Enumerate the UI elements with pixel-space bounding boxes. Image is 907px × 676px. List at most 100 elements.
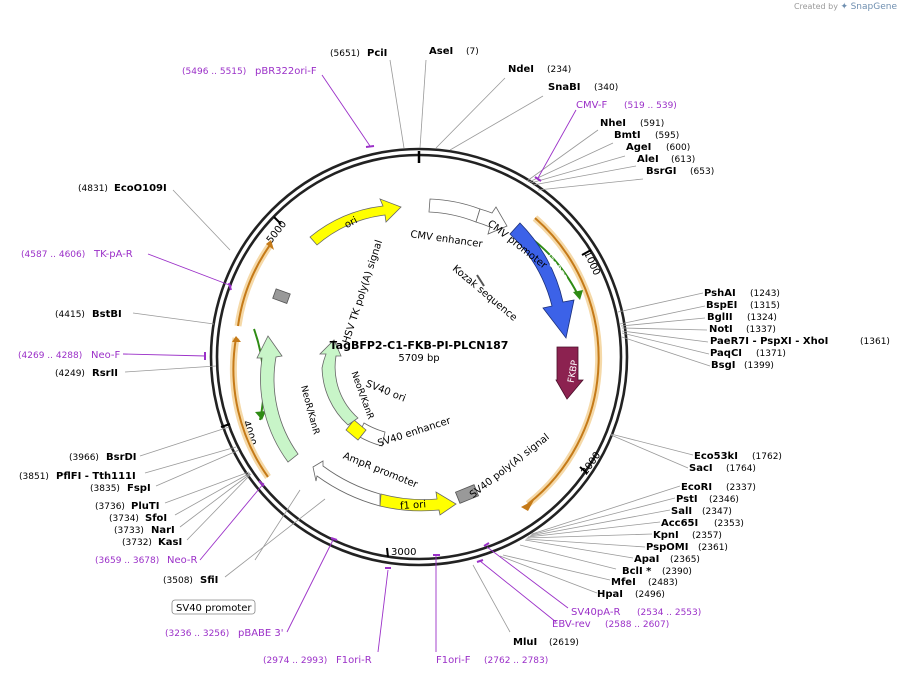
sv40-promoter-callout: SV40 promoter [171, 599, 256, 615]
label-cmv-enhancer: CMV enhancer [410, 229, 484, 250]
enzyme-name: ApaI [634, 554, 659, 565]
credit-brand: SnapGene [850, 2, 897, 12]
enzyme-pos: (3851) [19, 472, 49, 482]
feature-f1-ori [379, 491, 457, 516]
enzyme-leader-lines [124, 59, 711, 633]
snapgene-credit: Created by ✦ SnapGene [794, 2, 897, 12]
enzyme-pos: (1399) [744, 361, 774, 371]
primer-range: (4269 .. 4288) [18, 351, 82, 361]
primer-name: EBV-rev [552, 619, 591, 630]
enzyme-name: BstBI [92, 309, 122, 320]
enzyme-name: PaqCI [710, 348, 742, 359]
primer-range: (2534 .. 2553) [637, 608, 701, 618]
enzyme-name: PshAI [704, 288, 736, 299]
enzyme-name: RsrII [92, 368, 118, 379]
primer-range: (2588 .. 2607) [605, 620, 669, 630]
enzyme-name: PspOMI [646, 542, 688, 553]
primer-range: (3659 .. 3678) [95, 556, 159, 566]
enzyme-name: EcoO109I [114, 183, 167, 194]
primer-name: pBABE 3' [238, 628, 284, 639]
primer-range: (5496 .. 5515) [182, 67, 246, 77]
enzyme-pos: (1762) [752, 452, 782, 462]
enzyme-name: PstI [676, 494, 698, 505]
primer-name: F1ori-R [336, 655, 372, 666]
feature-tagbfp [509, 222, 575, 339]
enzyme-pos: (3508) [163, 576, 193, 586]
enzyme-pos: (340) [594, 83, 618, 93]
enzyme-pos: (3732) [122, 538, 152, 548]
tick-marks [220, 216, 592, 558]
enzyme-name: AseI [429, 46, 453, 57]
label-hsv-tk-polya: HSV TK poly(A) signal [341, 239, 385, 345]
credit-text: Created by [793, 2, 838, 11]
enzyme-name: HpaI [597, 589, 623, 600]
enzyme-name: BsrGI [646, 166, 676, 177]
tick-label-2000: 2000 [580, 450, 604, 477]
enzyme-name: BspEI [706, 300, 737, 311]
enzyme-name: SfiI [200, 575, 218, 586]
enzyme-pos: (3734) [109, 514, 139, 524]
feature-cmv-promoter [475, 206, 508, 235]
feature-kozak [476, 274, 485, 287]
enzyme-name: SfoI [145, 513, 167, 524]
enzyme-name: MluI [513, 637, 537, 648]
enzyme-pos: (4249) [55, 369, 85, 379]
enzyme-pos: (2390) [662, 567, 692, 577]
enzyme-pos: (1337) [746, 325, 776, 335]
enzyme-name: SalI [671, 506, 692, 517]
enzyme-pos: (234) [547, 65, 571, 75]
primer-name: CMV-F [576, 100, 607, 111]
feature-cmv-enhancer [428, 198, 481, 223]
primer-marks [204, 145, 542, 569]
enzyme-name: NdeI [508, 64, 534, 75]
enzyme-pos: (2361) [698, 543, 728, 553]
enzyme-pos: (2619) [549, 638, 579, 648]
enzyme-name: BsgI [711, 360, 735, 371]
enzyme-name: PluTI [131, 501, 159, 512]
plasmid-name: TagBFP2-C1-FKB-PI-PLCN187 [330, 339, 509, 352]
enzyme-pos: (2357) [692, 531, 722, 541]
primer-name: TK-pA-R [93, 249, 133, 260]
enzyme-pos: (1324) [747, 313, 777, 323]
enzyme-name: NheI [600, 118, 626, 129]
enzyme-pos: (2347) [702, 507, 732, 517]
feature-sv40-ori [345, 419, 367, 441]
orf-arcs [229, 215, 603, 507]
enzyme-pos: (653) [690, 167, 714, 177]
enzyme-pos: (2483) [648, 578, 678, 588]
feature-hsv-tk-polya [272, 288, 291, 304]
enzyme-pos: (3966) [69, 453, 99, 463]
label-sv40-ori: SV40 ori [364, 379, 407, 405]
enzyme-pos: (2353) [714, 519, 744, 529]
enzyme-name: AgeI [626, 142, 651, 153]
enzyme-name: BglII [707, 312, 733, 323]
enzyme-pos: (2337) [726, 483, 756, 493]
label-neokanr-outer: NeoR/KanR [298, 385, 321, 436]
enzyme-name: BclI * [622, 566, 652, 577]
enzyme-name: Acc65I [661, 518, 698, 529]
primer-labels: (5496 .. 5515) pBR322ori-F CMV-F (519 ..… [18, 66, 701, 666]
primer-name: Neo-F [91, 350, 121, 361]
feature-sv40-polya [454, 484, 480, 504]
enzyme-pos: (1371) [756, 349, 786, 359]
enzyme-name: KasI [158, 537, 182, 548]
enzyme-pos: (3835) [90, 484, 120, 494]
feature-ori [309, 198, 402, 246]
enzyme-name: SnaBI [548, 82, 580, 93]
feature-neokanr-outer [256, 335, 299, 463]
feature-ampr-promoter [312, 460, 381, 507]
enzyme-name: SacI [689, 463, 713, 474]
enzyme-pos: (5651) [330, 49, 360, 59]
enzyme-pos: (2346) [709, 495, 739, 505]
primer-range: (4587 .. 4606) [21, 250, 85, 260]
enzyme-name: AleI [637, 154, 659, 165]
snapgene-logo-icon: ✦ [840, 2, 849, 12]
plasmid-length: 5709 bp [398, 353, 439, 364]
label-sv40-enhancer: SV40 enhancer [376, 415, 453, 449]
enzyme-pos: (4831) [78, 184, 108, 194]
enzyme-name: NarI [151, 525, 175, 536]
label-f1-ori: f1 ori [400, 499, 427, 512]
enzyme-pos: (3733) [114, 526, 144, 536]
enzyme-pos: (3736) [95, 502, 125, 512]
